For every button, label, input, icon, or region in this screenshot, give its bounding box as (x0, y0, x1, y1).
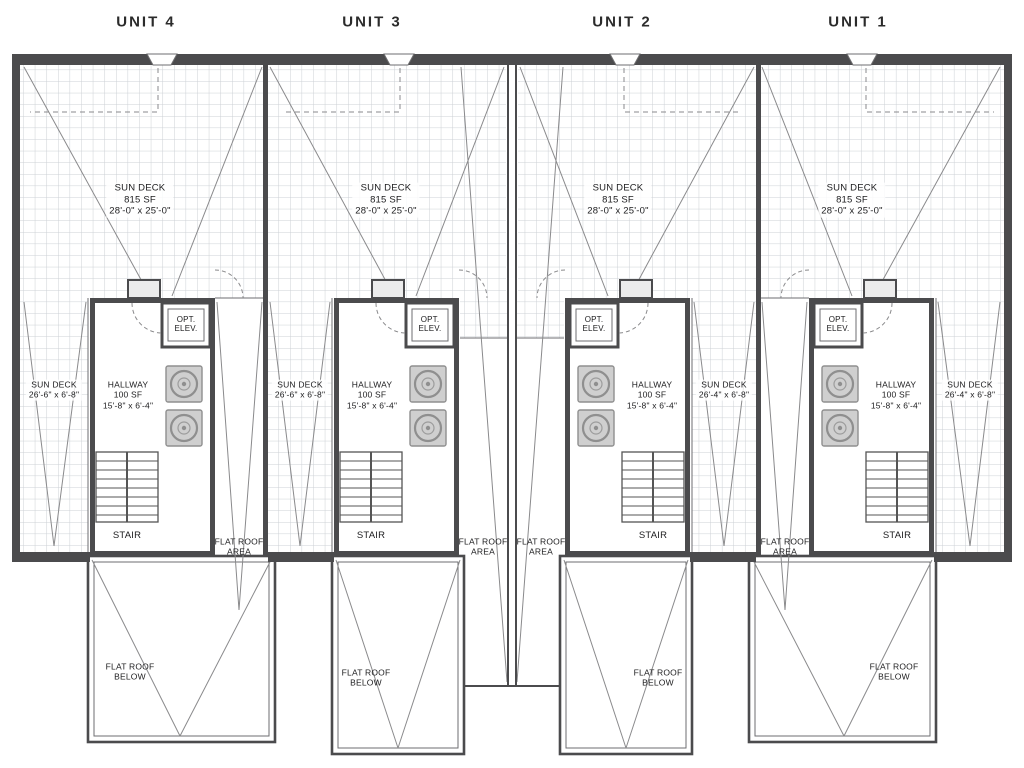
sun-deck-area: 815 SF (370, 194, 402, 206)
sun-deck-dims: 28'-0" x 25'-0" (587, 205, 649, 217)
unit-4-hallway-label: HALLWAY 100 SF 15'-8" x 6'-4" (103, 379, 153, 410)
elevator-line1: OPT. (828, 315, 848, 325)
unit-4-title: UNIT 4 (116, 13, 176, 31)
unit-3-sun-deck-label: SUN DECK 815 SF 28'-0" x 25'-0" (352, 182, 420, 218)
unit-1-title: UNIT 1 (828, 13, 888, 31)
flat-roof-area-line2: AREA (471, 547, 495, 557)
unit-4-side-deck-label: SUN DECK 26'-6" x 6'-8" (25, 379, 83, 401)
unit-1-stair-label: STAIR (882, 530, 912, 542)
flat-roof-below-line2: BELOW (878, 672, 910, 682)
sun-deck-name: SUN DECK (360, 182, 412, 194)
side-deck-dims: 26'-4" x 6'-8" (944, 390, 996, 400)
unit-3-side-deck-label: SUN DECK 26'-6" x 6'-8" (271, 379, 329, 401)
unit-4-flat-roof-area-label: FLAT ROOF AREA (215, 537, 264, 558)
elevator-line2: ELEV. (582, 324, 606, 333)
unit-1-hallway-label: HALLWAY 100 SF 15'-8" x 6'-4" (871, 379, 921, 410)
unit-4-sun-deck-label: SUN DECK 815 SF 28'-0" x 25'-0" (106, 182, 174, 218)
side-deck-dims: 26'-6" x 6'-8" (274, 390, 326, 400)
hallway-dims: 15'-8" x 6'-4" (626, 400, 678, 411)
flat-roof-area-line2: AREA (773, 547, 797, 557)
flat-roof-area-line1: FLAT ROOF (214, 536, 264, 547)
unit-2-flat-roof-below-label: FLAT ROOF BELOW (634, 668, 683, 689)
flat-roof-area-line1: FLAT ROOF (760, 536, 810, 547)
flat-roof-below-line1: FLAT ROOF (341, 667, 391, 678)
unit-3-flat-roof-area-label: FLAT ROOF AREA (459, 537, 508, 558)
side-deck-name: SUN DECK (947, 379, 993, 390)
hallway-area: 100 SF (881, 389, 911, 400)
side-deck-name: SUN DECK (277, 379, 323, 390)
sun-deck-dims: 28'-0" x 25'-0" (821, 205, 883, 217)
flat-roof-area-line1: FLAT ROOF (458, 536, 508, 547)
side-deck-name: SUN DECK (701, 379, 747, 390)
hallway-name: HALLWAY (631, 379, 673, 390)
hallway-name: HALLWAY (107, 379, 149, 390)
elevator-line2: ELEV. (826, 324, 850, 333)
flat-roof-area-line1: FLAT ROOF (516, 536, 566, 547)
flat-roof-below-line1: FLAT ROOF (633, 667, 683, 678)
flat-roof-below-line1: FLAT ROOF (105, 661, 155, 672)
unit-3-elevator-label: OPT. ELEV. (418, 315, 442, 334)
hallway-name: HALLWAY (351, 379, 393, 390)
hallway-area: 100 SF (637, 389, 667, 400)
elevator-line2: ELEV. (418, 324, 442, 333)
elevator-line1: OPT. (176, 315, 196, 325)
sun-deck-name: SUN DECK (114, 182, 166, 194)
flat-roof-below-line2: BELOW (642, 678, 674, 688)
unit-1-sun-deck-label: SUN DECK 815 SF 28'-0" x 25'-0" (818, 182, 886, 218)
unit-3-title: UNIT 3 (342, 13, 402, 31)
hallway-area: 100 SF (113, 389, 143, 400)
sun-deck-dims: 28'-0" x 25'-0" (109, 205, 171, 217)
unit-2-title: UNIT 2 (592, 13, 652, 31)
hallway-dims: 15'-8" x 6'-4" (346, 400, 398, 411)
side-deck-dims: 26'-6" x 6'-8" (28, 390, 80, 400)
unit-4-flat-roof-below-label: FLAT ROOF BELOW (106, 662, 155, 683)
unit-2-sun-deck-label: SUN DECK 815 SF 28'-0" x 25'-0" (584, 182, 652, 218)
unit-3-stair-label: STAIR (356, 530, 386, 542)
flat-roof-below-line2: BELOW (350, 678, 382, 688)
unit-1-side-deck-label: SUN DECK 26'-4" x 6'-8" (941, 379, 999, 401)
sun-deck-name: SUN DECK (826, 182, 878, 194)
unit-2-side-deck-label: SUN DECK 26'-4" x 6'-8" (695, 379, 753, 401)
side-deck-dims: 26'-4" x 6'-8" (698, 390, 750, 400)
elevator-line1: OPT. (584, 315, 604, 325)
flat-roof-area-line2: AREA (529, 547, 553, 557)
unit-2-hallway-label: HALLWAY 100 SF 15'-8" x 6'-4" (627, 379, 677, 410)
sun-deck-area: 815 SF (836, 194, 868, 206)
side-deck-name: SUN DECK (31, 379, 77, 390)
unit-1-elevator-label: OPT. ELEV. (826, 315, 850, 334)
unit-1-flat-roof-below-label: FLAT ROOF BELOW (870, 662, 919, 683)
unit-2-flat-roof-area-label: FLAT ROOF AREA (517, 537, 566, 558)
unit-3-hallway-label: HALLWAY 100 SF 15'-8" x 6'-4" (347, 379, 397, 410)
unit-3-flat-roof-below-label: FLAT ROOF BELOW (342, 668, 391, 689)
elevator-line2: ELEV. (174, 324, 198, 333)
sun-deck-dims: 28'-0" x 25'-0" (355, 205, 417, 217)
unit-2-elevator-label: OPT. ELEV. (582, 315, 606, 334)
sun-deck-area: 815 SF (124, 194, 156, 206)
hallway-area: 100 SF (357, 389, 387, 400)
unit-4-elevator-label: OPT. ELEV. (174, 315, 198, 334)
sun-deck-name: SUN DECK (592, 182, 644, 194)
flat-roof-below-line1: FLAT ROOF (869, 661, 919, 672)
sun-deck-area: 815 SF (602, 194, 634, 206)
flat-roof-area-line2: AREA (227, 547, 251, 557)
unit-4-stair-label: STAIR (112, 530, 142, 542)
elevator-line1: OPT. (420, 315, 440, 325)
hallway-dims: 15'-8" x 6'-4" (102, 400, 154, 411)
hallway-dims: 15'-8" x 6'-4" (870, 400, 922, 411)
hallway-name: HALLWAY (875, 379, 917, 390)
flat-roof-below-line2: BELOW (114, 672, 146, 682)
unit-2-stair-label: STAIR (638, 530, 668, 542)
unit-1-flat-roof-area-label: FLAT ROOF AREA (761, 537, 810, 558)
